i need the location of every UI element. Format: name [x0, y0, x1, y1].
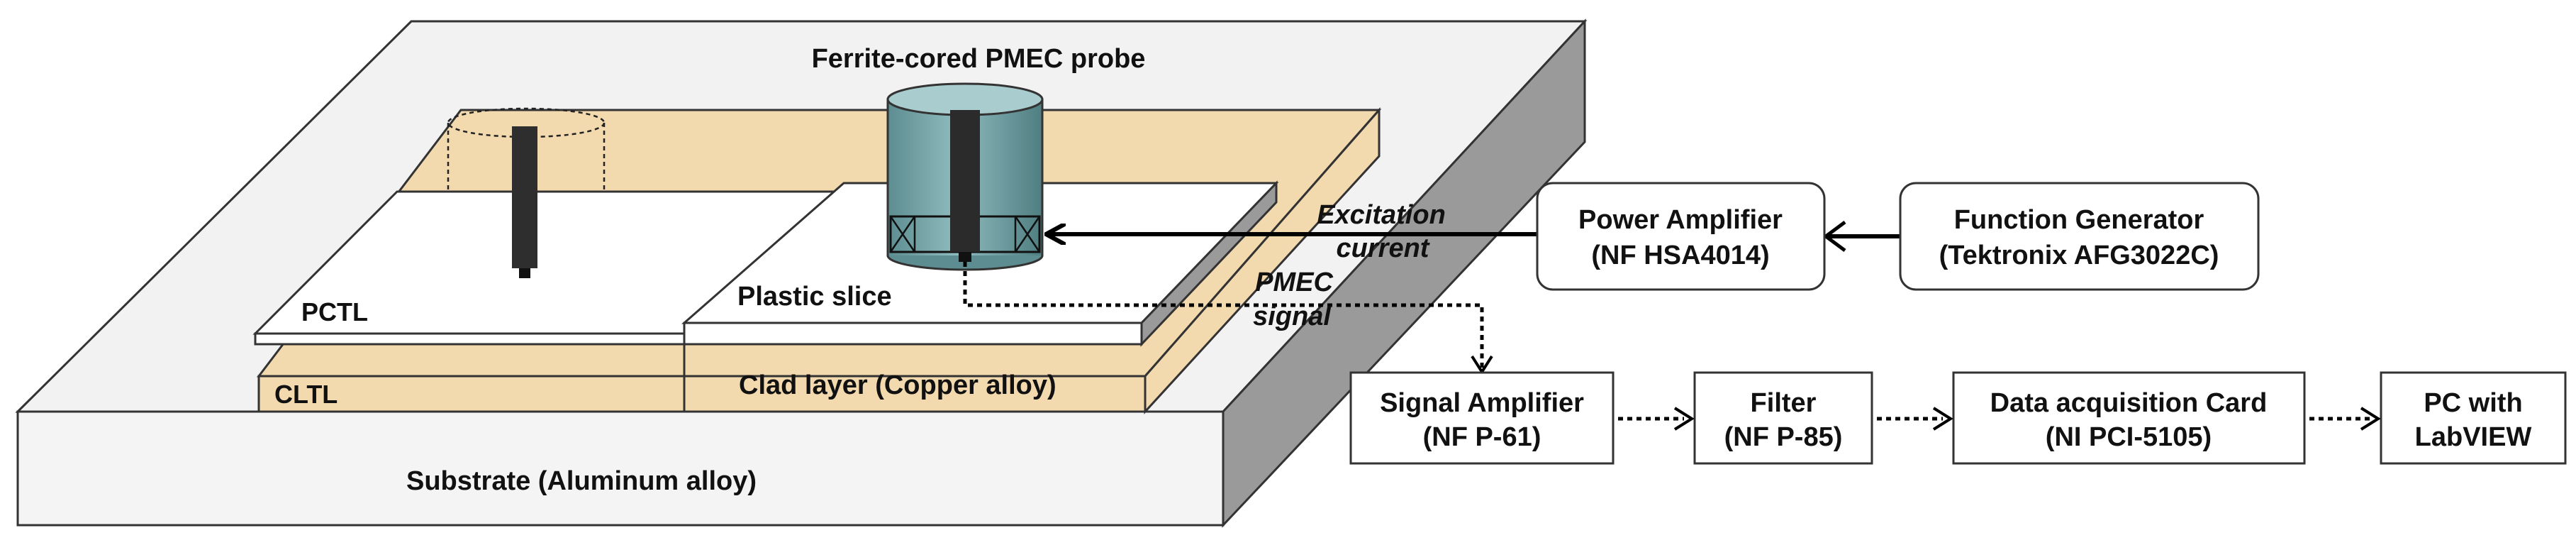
plastic-slice-front [683, 321, 1143, 346]
signal-chain-arrows [1618, 407, 2381, 431]
signal-amplifier-block: Signal Amplifier (NF P-61) [1349, 371, 1615, 465]
function-generator-line2: (Tektronix AFG3022C) [1939, 241, 2219, 270]
function-generator-line1: Function Generator [1954, 205, 2204, 235]
dashed-probe-core [512, 126, 537, 278]
filter-line2: (NF P-85) [1724, 422, 1843, 452]
filter-block: Filter (NF P-85) [1693, 371, 1873, 465]
substrate-side [1222, 18, 1586, 528]
excitation-label-line2: current [1337, 233, 1430, 263]
pc-line1: PC with [2424, 388, 2522, 418]
pctl-label: PCTL [301, 297, 368, 326]
pc-line2: LabVIEW [2415, 422, 2532, 452]
ferrite-core [950, 110, 980, 252]
signal-amplifier-line1: Signal Amplifier [1380, 388, 1584, 418]
pmec-signal-path [963, 262, 1484, 369]
power-amplifier-block: Power Amplifier (NF HSA4014) [1536, 182, 1826, 291]
excitation-label-line1: Excitation [1317, 200, 1446, 230]
cltl-label: CLTL [274, 380, 338, 409]
daq-card-line1: Data acquisition Card [1990, 388, 2268, 418]
signal-amplifier-line2: (NF P-61) [1423, 422, 1541, 452]
pmec-signal-label-line2: signal [1253, 302, 1332, 331]
function-generator-block: Function Generator (Tektronix AFG3022C) [1899, 182, 2260, 291]
pctl-slice [252, 190, 840, 346]
probe-title: Ferrite-cored PMEC probe [812, 44, 1146, 74]
clad-layer-label: Clad layer (Copper alloy) [739, 370, 1056, 400]
pmec-signal-label-line1: PMEC [1255, 268, 1333, 297]
plastic-slice-label: Plastic slice [737, 282, 892, 312]
daq-card-block: Data acquisition Card (NI PCI-5105) [1952, 371, 2306, 465]
pc-block: PC with LabVIEW [2380, 371, 2567, 465]
pctl-front [254, 332, 693, 346]
ferrite-cored-probe [886, 82, 1044, 271]
power-amplifier-line2: (NF HSA4014) [1591, 241, 1769, 270]
filter-line1: Filter [1751, 388, 1817, 418]
power-amplifier-line1: Power Amplifier [1578, 205, 1783, 235]
substrate-label: Substrate (Aluminum alloy) [406, 466, 757, 496]
daq-card-line2: (NI PCI-5105) [2046, 422, 2212, 452]
clad-layer-side [1144, 107, 1381, 414]
